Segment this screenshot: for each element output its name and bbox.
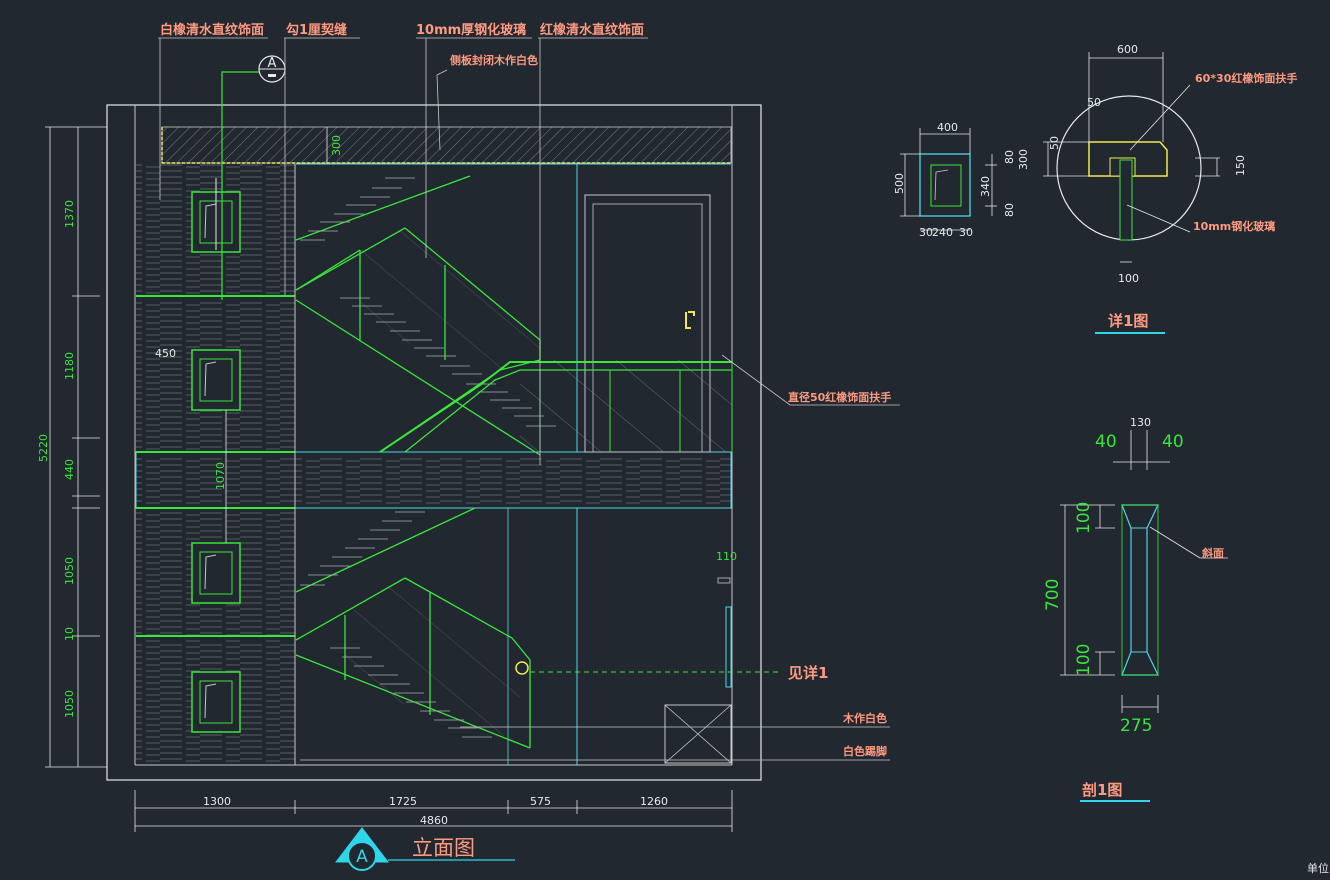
label-handrail: 直径50红橡饰面扶手 bbox=[788, 390, 891, 404]
corner-label: 单位 bbox=[1307, 861, 1329, 875]
svg-text:80: 80 bbox=[1003, 203, 1016, 217]
svg-text:100: 100 bbox=[1074, 644, 1094, 676]
lower-treads bbox=[300, 511, 492, 738]
svg-text:440: 440 bbox=[63, 459, 76, 480]
niche-4 bbox=[191, 671, 241, 733]
horizontal-dimensions: 1300 1725 575 1260 4860 bbox=[134, 790, 733, 832]
svg-text:5220: 5220 bbox=[37, 434, 50, 462]
section-marker-top: A bbox=[258, 55, 286, 83]
section1-title: 剖1图 bbox=[1082, 781, 1122, 799]
svg-text:A: A bbox=[356, 847, 368, 867]
svg-text:1180: 1180 bbox=[63, 352, 76, 380]
label-side-panel: 侧板封闭木作白色 bbox=[450, 53, 538, 67]
svg-text:600: 600 bbox=[1117, 43, 1138, 56]
svg-text:100: 100 bbox=[1074, 502, 1094, 534]
niche-2 bbox=[191, 349, 241, 411]
landing-handrail bbox=[379, 360, 733, 453]
svg-text:300: 300 bbox=[1017, 149, 1030, 170]
svg-text:10: 10 bbox=[63, 627, 76, 641]
svg-text:575: 575 bbox=[530, 795, 551, 808]
svg-text:1725: 1725 bbox=[389, 795, 417, 808]
label-white-skirting: 白色踢脚 bbox=[843, 744, 887, 758]
floor-slab bbox=[136, 456, 731, 506]
svg-text:A: A bbox=[268, 56, 277, 71]
svg-text:340: 340 bbox=[979, 176, 992, 197]
label-handrail-detail: 60*30红橡饰面扶手 bbox=[1195, 71, 1297, 85]
niche-width-0: 30 bbox=[919, 226, 933, 239]
elevation-frame bbox=[106, 104, 762, 781]
svg-text:80: 80 bbox=[1003, 150, 1016, 164]
section1-view: 130 40 40 100 700 100 275 斜面 剖1图 bbox=[1043, 416, 1228, 802]
ceiling-band bbox=[161, 126, 732, 164]
svg-text:400: 400 bbox=[937, 121, 958, 134]
elevation-view: 110 A 白橡清水直纹饰面 勾1厘契缝 10mm厚钢化玻 bbox=[37, 22, 900, 871]
label-wood-white: 木作白色 bbox=[842, 711, 887, 725]
label-red-oak: 红橡清水直纹饰面 bbox=[540, 22, 644, 38]
svg-text:130: 130 bbox=[1130, 416, 1151, 429]
vertical-dimensions: 1370 1180 440 1050 10 1050 5220 bbox=[37, 126, 107, 768]
svg-text:1260: 1260 bbox=[640, 795, 668, 808]
elevation-title: 立面图 bbox=[412, 836, 475, 860]
section-marker-bottom: A bbox=[334, 827, 515, 871]
dim-door-offset: 110 bbox=[716, 550, 737, 563]
svg-text:100: 100 bbox=[1118, 272, 1139, 285]
label-white-oak: 白橡清水直纹饰面 bbox=[160, 22, 264, 38]
handrail-end-icon bbox=[515, 661, 529, 675]
label-groove: 勾1厘契缝 bbox=[286, 22, 347, 38]
dim-ceiling: 300 bbox=[330, 135, 343, 156]
svg-text:500: 500 bbox=[893, 173, 906, 194]
svg-text:150: 150 bbox=[1234, 155, 1247, 176]
svg-text:1370: 1370 bbox=[63, 200, 76, 228]
niche-3 bbox=[191, 542, 241, 604]
detail1-title: 详1图 bbox=[1108, 312, 1148, 330]
door-handle-icon bbox=[685, 311, 695, 329]
svg-text:1050: 1050 bbox=[63, 690, 76, 718]
svg-text:40: 40 bbox=[1162, 432, 1184, 452]
svg-text:4860: 4860 bbox=[420, 814, 448, 827]
label-tempered-glass: 10mm厚钢化玻璃 bbox=[416, 22, 526, 38]
niche-width-2: 30 bbox=[959, 226, 973, 239]
svg-text:700: 700 bbox=[1043, 579, 1063, 611]
svg-text:275: 275 bbox=[1120, 716, 1152, 736]
svg-text:1300: 1300 bbox=[203, 795, 231, 808]
label-bevel: 斜面 bbox=[1201, 546, 1224, 560]
label-glass-detail: 10mm钢化玻璃 bbox=[1193, 219, 1275, 233]
cabinet bbox=[664, 577, 732, 764]
svg-text:40: 40 bbox=[1095, 432, 1117, 452]
svg-text:1050: 1050 bbox=[63, 557, 76, 585]
dim-shelf: 450 bbox=[155, 347, 176, 360]
label-see-detail: 见详1 bbox=[788, 664, 828, 682]
svg-text:50: 50 bbox=[1048, 136, 1061, 150]
svg-text:50: 50 bbox=[1087, 96, 1101, 109]
dim-gap: 1070 bbox=[214, 462, 227, 490]
niche-width-1: 240 bbox=[932, 226, 953, 239]
